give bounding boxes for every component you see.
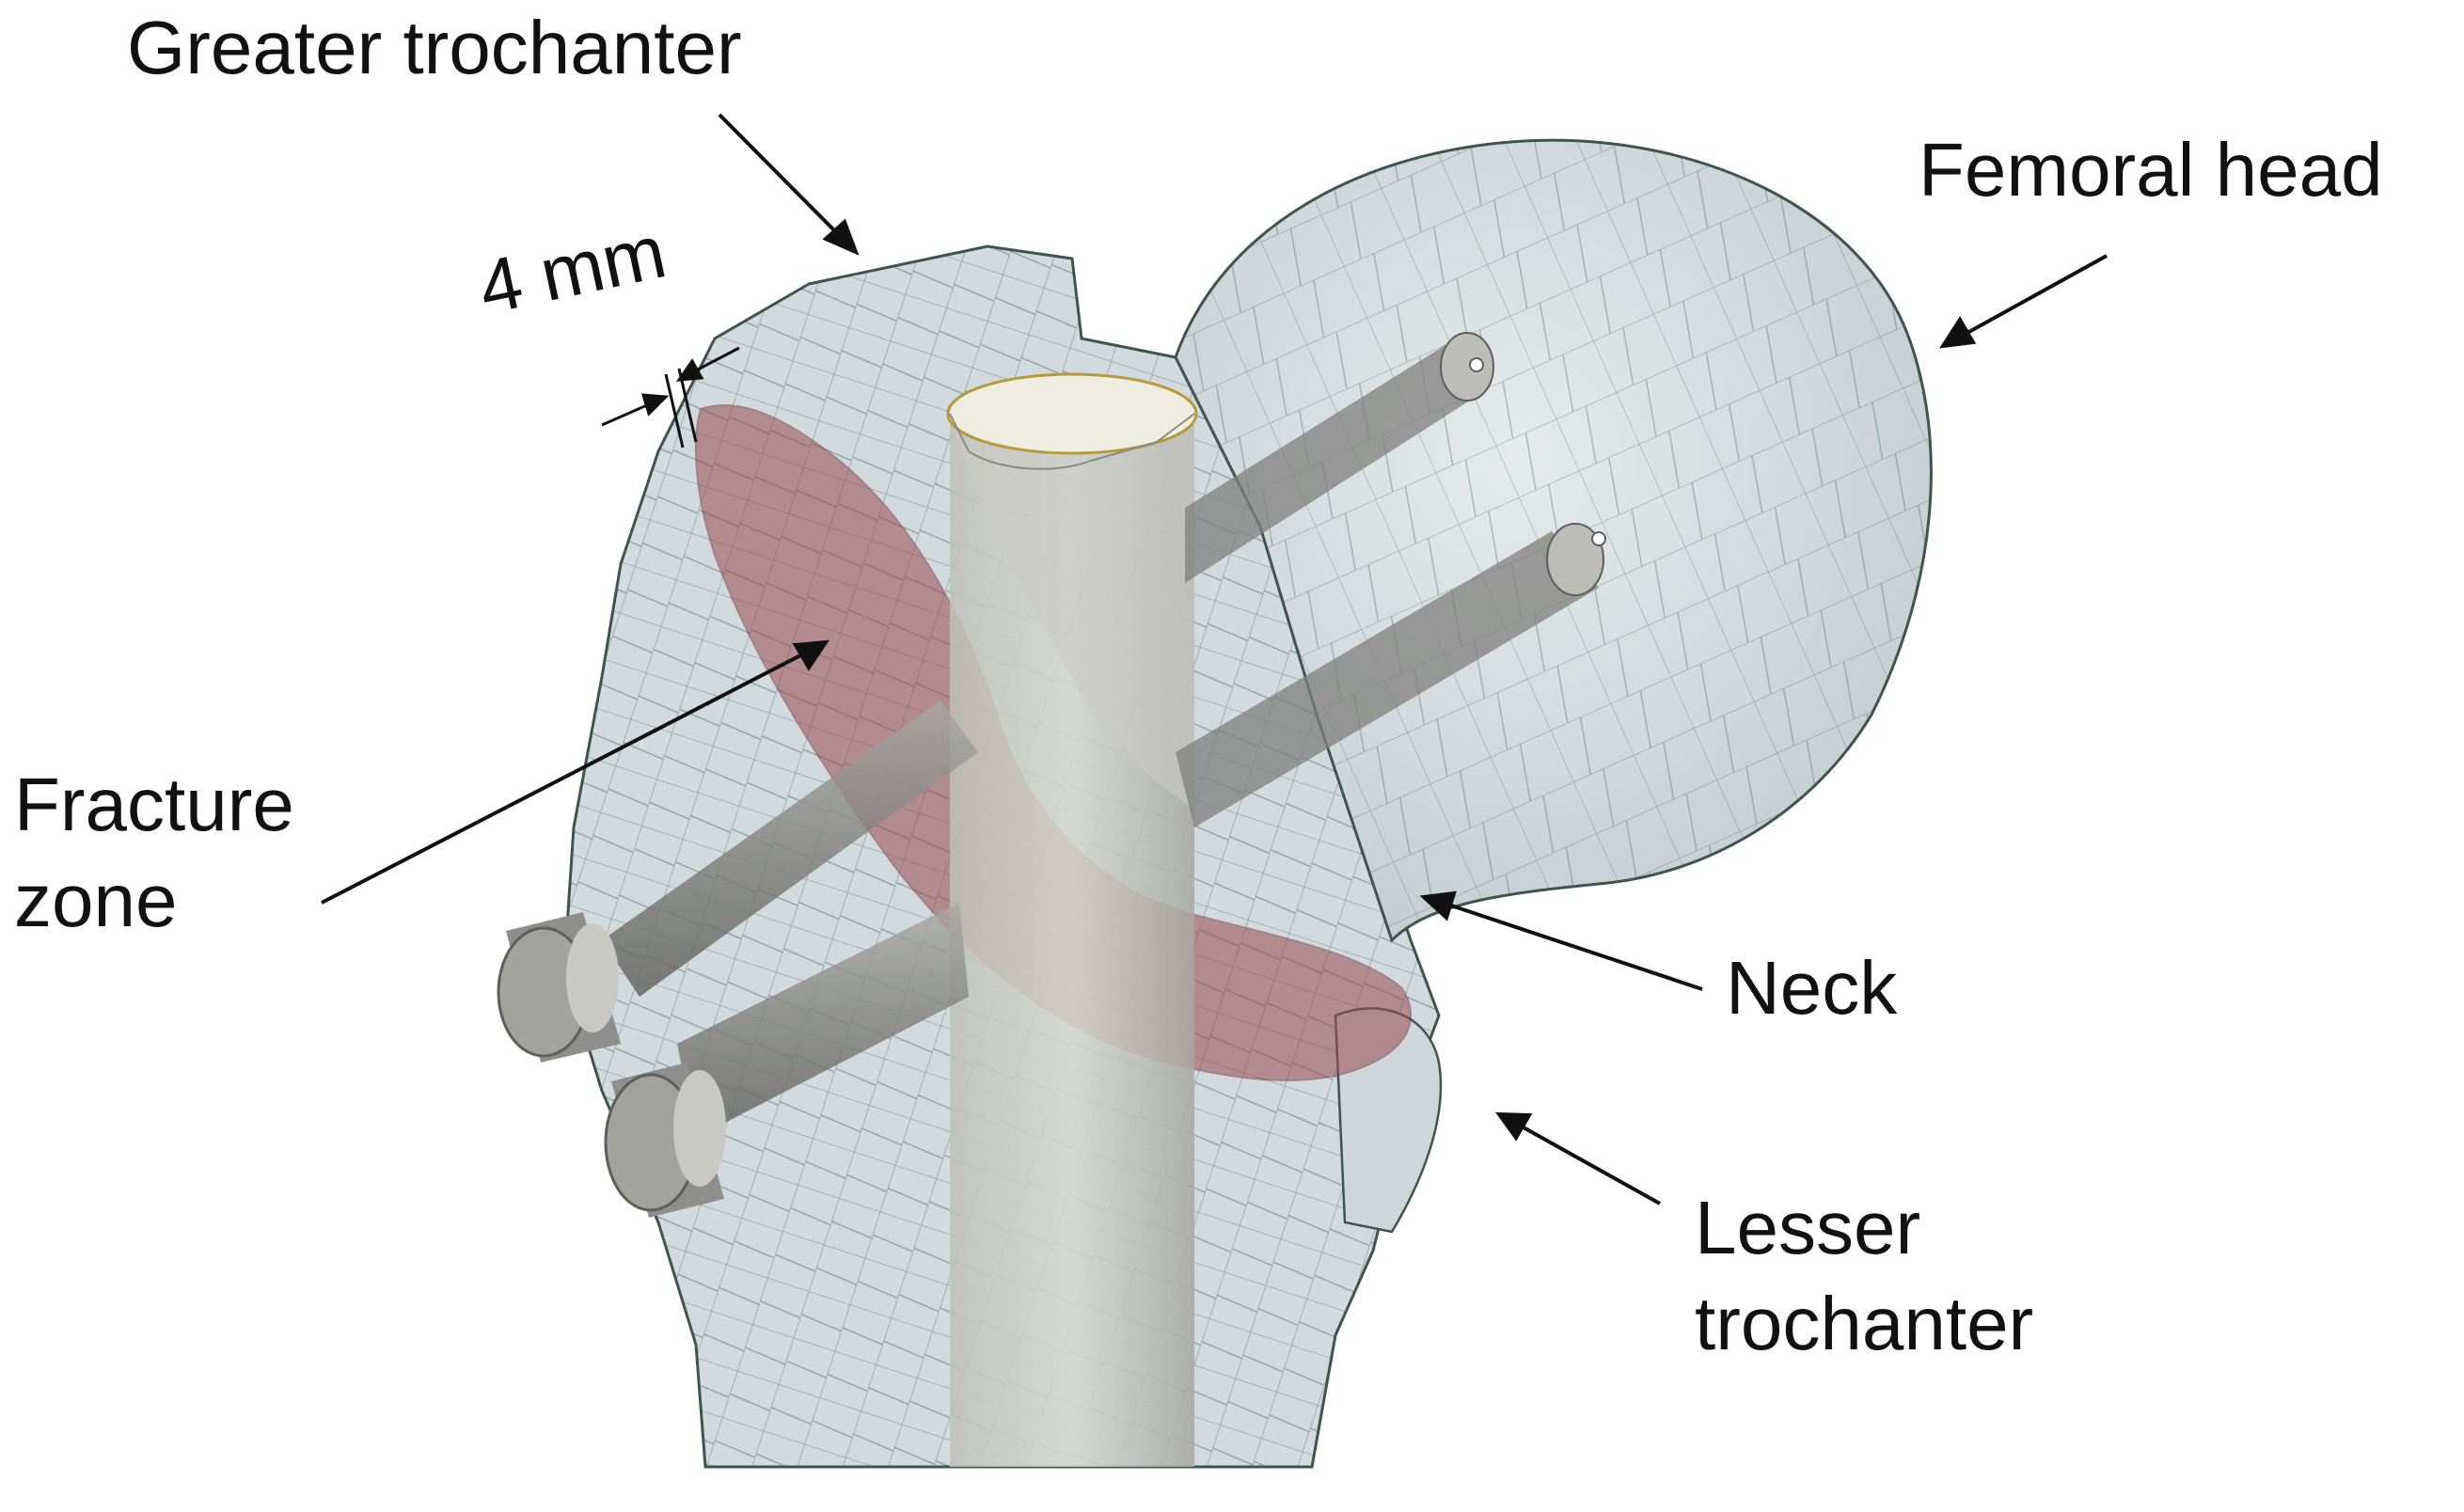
screw-head-lower: [1176, 523, 1606, 827]
intramedullary-nail: [946, 372, 1198, 1467]
label-fracture-zone-line1: Fracture: [14, 763, 294, 846]
label-fracture-zone: Fracture zone: [14, 757, 294, 950]
screw-distal: [604, 903, 969, 1218]
label-femoral-head: Femoral head: [1919, 128, 2383, 212]
label-lesser-trochanter-line2: trochanter: [1695, 1282, 2034, 1366]
screw-head-upper: [1185, 332, 1494, 583]
label-neck: Neck: [1726, 946, 1898, 1030]
fracture-zone: [695, 404, 1412, 1081]
label-fracture-zone-line2: zone: [14, 858, 178, 943]
label-lesser-trochanter: Lesser trochanter: [1695, 1180, 2033, 1373]
screw-proximal: [497, 701, 978, 1063]
gap-dimension-marker: [601, 346, 740, 449]
annotation-arrows: [321, 113, 2108, 1205]
label-lesser-trochanter-line1: Lesser: [1695, 1186, 1921, 1269]
label-greater-trochanter: Greater trochanter: [127, 6, 742, 89]
